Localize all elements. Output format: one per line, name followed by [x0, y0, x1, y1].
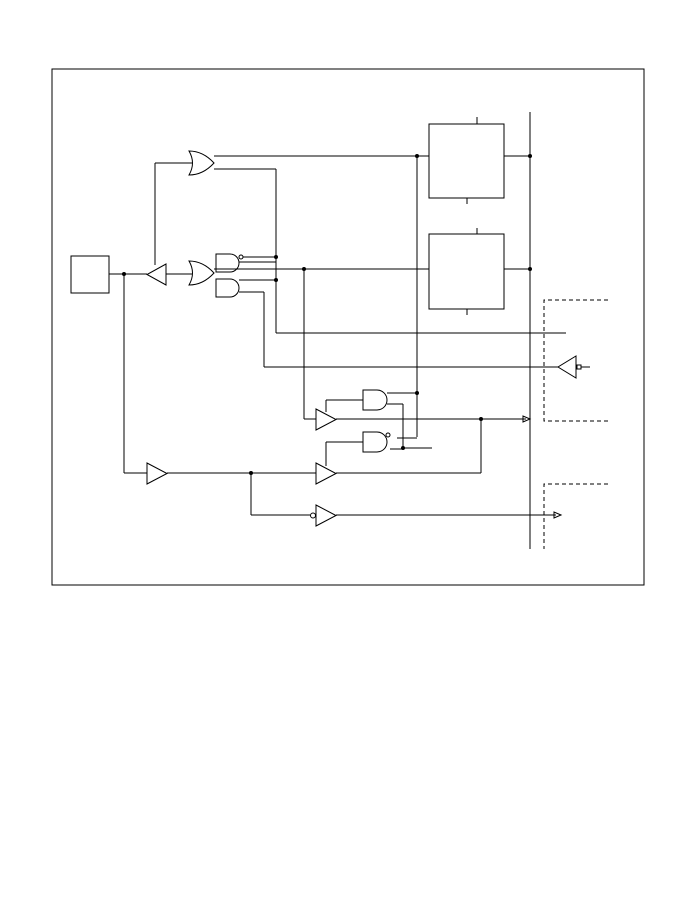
buffer-low-mid-bottom — [315, 504, 338, 527]
buffer-right-inverting — [557, 355, 577, 379]
dashed-box-right-mid — [543, 299, 608, 422]
input-pad — [70, 255, 110, 294]
buffer-low-mid-upper — [315, 408, 338, 431]
diagram-frame — [51, 68, 645, 586]
and-gate-mid-lower — [215, 278, 240, 298]
buffer-low-mid-lower — [315, 462, 338, 485]
dashed-box-right-low — [543, 483, 608, 549]
and-gate-low-upper — [362, 389, 388, 411]
buffer-input-left — [145, 263, 167, 286]
and-gate-mid-upper — [215, 253, 240, 273]
buffer-low-mid-bottom-bubble — [310, 512, 316, 519]
and-gate-mid-upper-bubble — [238, 254, 244, 260]
buffer-right-inverting-pad — [576, 364, 582, 370]
and-gate-low-lower — [362, 431, 388, 453]
or-gate-mid — [188, 260, 215, 286]
buffer-low-left — [146, 462, 169, 485]
arrow-right-out — [553, 511, 563, 519]
arrow-bus-in — [522, 415, 532, 423]
register-top — [428, 123, 505, 199]
wires — [109, 155, 590, 516]
and-gate-low-lower-bubble — [385, 432, 391, 438]
register-bottom — [428, 233, 505, 310]
or-gate-top — [188, 150, 215, 176]
junction-dots — [122, 154, 532, 475]
